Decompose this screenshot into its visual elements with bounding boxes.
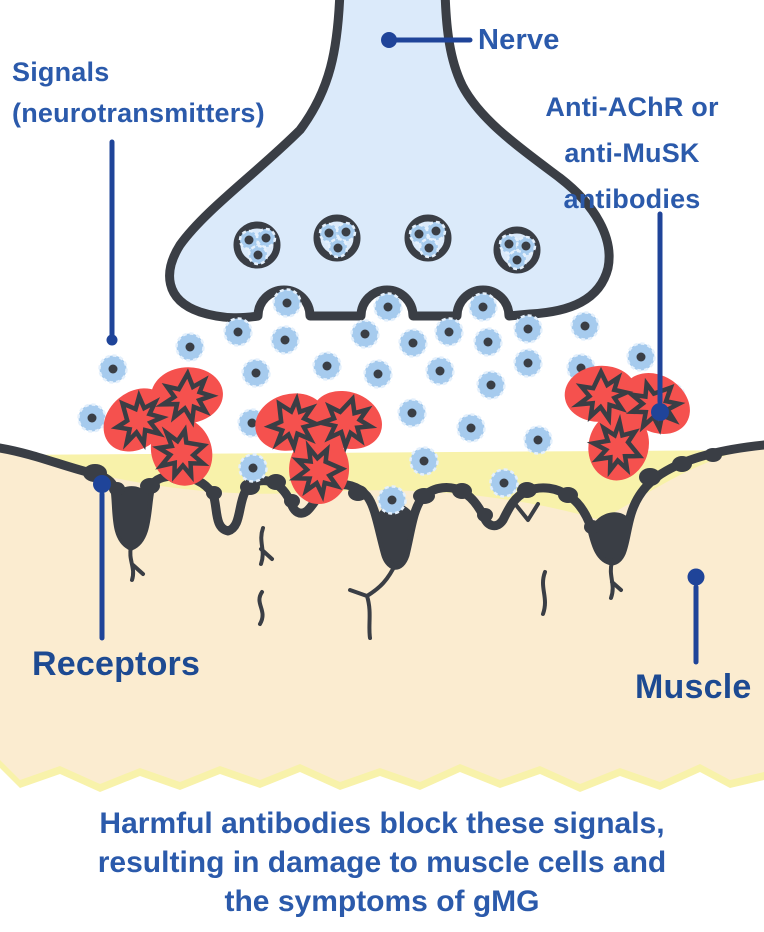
caption-line3: the symptoms of gMG [224, 885, 540, 918]
caption: Harmful antibodies block these signals, … [0, 804, 764, 921]
caption-line2: resulting in damage to muscle cells and [97, 846, 667, 879]
antibodies [81, 365, 707, 505]
antibody [564, 365, 706, 496]
antibodies-label-line1: Anti-AChR or [545, 92, 719, 122]
muscle-label: Muscle [635, 668, 752, 706]
antibodies-label-line2: anti-MuSK [564, 138, 700, 168]
muscle-pointer [687, 568, 705, 665]
receptors-pointer [93, 475, 111, 641]
nerve-label: Nerve [478, 24, 560, 56]
synaptic-vesicles [233, 214, 541, 274]
signals-label: Signals (neurotransmitters) [12, 52, 265, 134]
antibody [255, 379, 382, 505]
caption-line1: Harmful antibodies block these signals, [99, 807, 665, 840]
signals-label-line2: (neurotransmitters) [12, 98, 265, 128]
antibodies-label: Anti-AChR or anti-MuSK antibodies [512, 84, 752, 222]
nerve-pointer [381, 32, 473, 48]
damage-squiggles [128, 502, 623, 640]
signals-label-line1: Signals [12, 57, 110, 87]
signals-pointer [106, 139, 118, 346]
antibodies-pointer [651, 211, 669, 421]
nerve [165, 0, 614, 323]
label-pointers [93, 32, 705, 665]
receptors-label: Receptors [32, 645, 201, 683]
antibodies-label-line3: antibodies [563, 184, 701, 214]
antibody [81, 367, 223, 486]
